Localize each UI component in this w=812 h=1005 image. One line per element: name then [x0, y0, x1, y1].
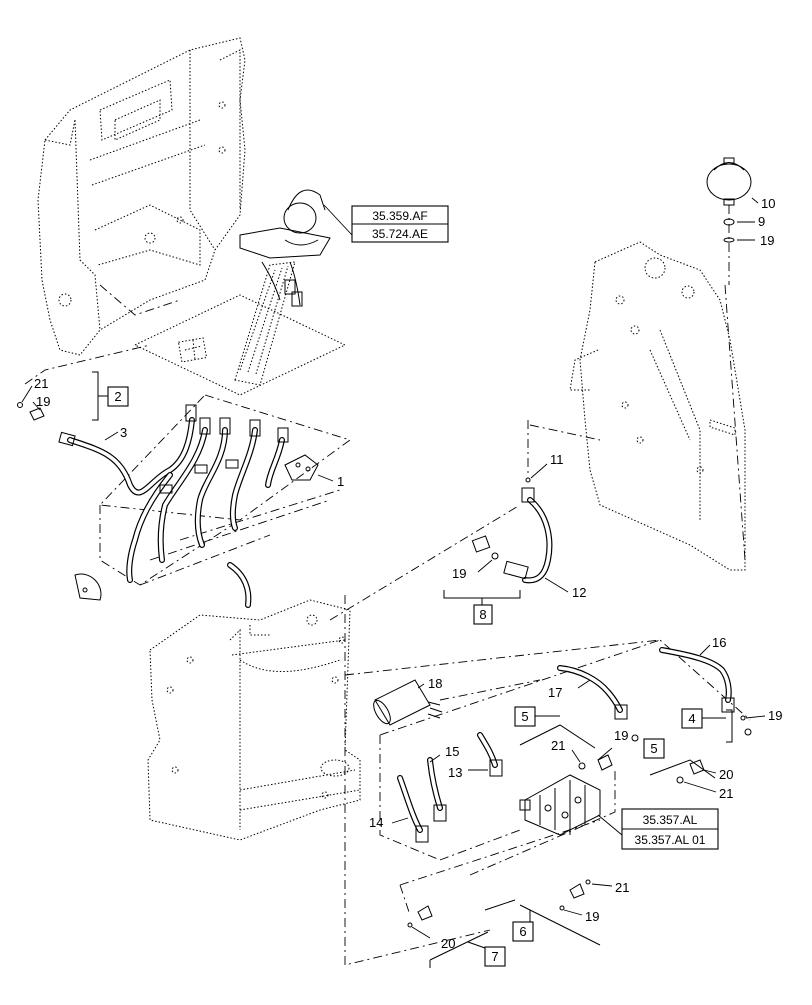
ref-35-359-af: 35.359.AF: [372, 209, 427, 223]
callout-21-kit5-upper: 21: [551, 738, 565, 753]
loader-tower: [529, 241, 746, 571]
callout-19-kit7: 20: [441, 936, 455, 951]
callout-20-kit4: 19: [768, 708, 782, 723]
kit-7-label: 7: [491, 949, 498, 964]
callout-13: 13: [448, 765, 462, 780]
callout-11: 11: [550, 452, 564, 467]
callout-21-kit2: 21: [34, 376, 48, 391]
control-valve: 35.357.AL 35.357.AL 01: [519, 774, 719, 850]
hoses-16-17: 17 16 19 4: [548, 635, 782, 743]
part-18-sleeve: 18: [373, 676, 442, 726]
kit-6-label: 6: [519, 924, 526, 939]
ref-35-357-al-01: 35.357.AL 01: [635, 833, 706, 847]
hoses-13-14-15: 13 15 14: [369, 732, 503, 843]
callout-20-kit5-upper: 19: [614, 728, 628, 743]
callout-21-kit5-lower: 21: [719, 786, 733, 801]
part-1-plate: 1: [284, 454, 344, 489]
callout-20-kit5-lower: 20: [719, 767, 733, 782]
kit-7-group: 20 7: [407, 905, 506, 968]
callout-3: 3: [120, 425, 127, 440]
kit-6-group: 21 19 6: [484, 879, 629, 946]
callout-9: 9: [758, 214, 765, 229]
kit-5-upper-label: 5: [521, 709, 528, 724]
callout-15: 15: [445, 744, 459, 759]
kit-5-lower-label: 5: [650, 741, 657, 756]
kit-2-group: 21 19 2 3: [17, 371, 129, 441]
ref-35-357-al: 35.357.AL: [643, 813, 698, 827]
ref-35-724-ae: 35.724.AE: [372, 227, 428, 241]
pilot-hose-guides: [24, 284, 351, 586]
kit-8-label: 8: [479, 607, 486, 622]
callout-17: 17: [548, 685, 562, 700]
kit-4-label: 4: [688, 711, 695, 726]
callout-14: 14: [369, 815, 383, 830]
accumulator-group: 10 9 19: [706, 157, 775, 285]
kit-5-lower: 5 20 21: [643, 738, 733, 801]
callout-19-kit2: 19: [36, 394, 50, 409]
reference-box-joystick: 35.359.AF 35.724.AE: [323, 204, 449, 243]
callout-10: 10: [761, 196, 775, 211]
kit-5-upper: 5 19 21: [514, 706, 639, 771]
callout-21-kit6: 21: [615, 880, 629, 895]
callout-19-kit8: 19: [452, 566, 466, 581]
callout-12: 12: [572, 585, 586, 600]
kit-2-label: 2: [114, 389, 121, 404]
pilot-hoses: [58, 404, 289, 608]
cab-frame: [37, 37, 246, 356]
callout-16: 16: [712, 635, 726, 650]
joystick-assembly: [234, 189, 331, 386]
loader-frame: [147, 599, 361, 841]
callout-19-kit6: 19: [585, 909, 599, 924]
hose-12-group: 11 12 19 8: [329, 420, 586, 625]
callout-19-accumulator: 19: [760, 233, 774, 248]
valve-guides: [344, 595, 751, 966]
callout-18: 18: [428, 676, 442, 691]
callout-1: 1: [337, 474, 344, 489]
floor-plate: [133, 294, 347, 396]
